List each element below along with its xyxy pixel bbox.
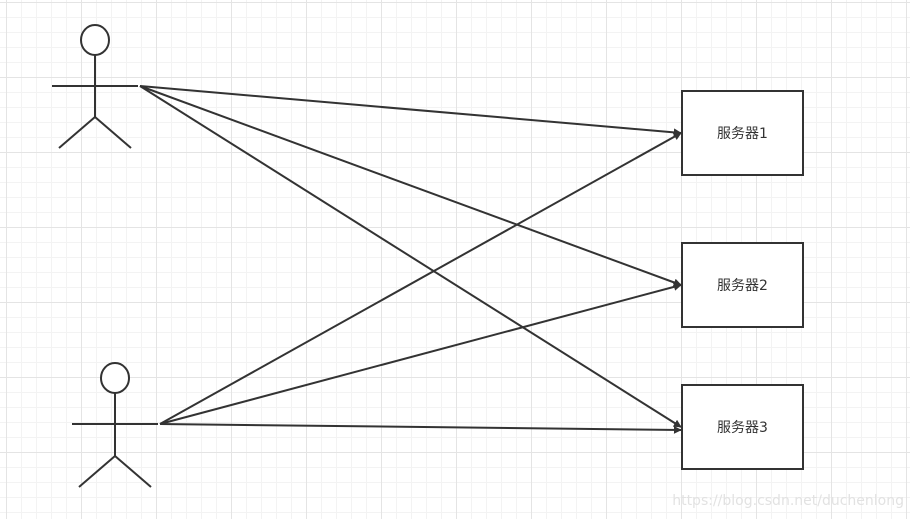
actor-user-2-left-leg (78, 455, 116, 488)
arrow-user-1-to-server-3[interactable] (139, 85, 682, 428)
actor-user-1[interactable] (52, 24, 138, 149)
actor-user-1-right-leg (94, 116, 132, 149)
server-box-1[interactable]: 服务器1 (681, 90, 804, 176)
actor-user-2-right-leg (114, 455, 152, 488)
arrow-user-2-to-server-1[interactable] (159, 132, 682, 425)
actor-user-1-left-leg (58, 116, 96, 149)
server-box-3[interactable]: 服务器3 (681, 384, 804, 470)
actor-user-2-head (100, 362, 130, 394)
watermark-text: https://blog.csdn.net/duchenlong (672, 493, 904, 509)
actor-user-1-head (80, 24, 110, 56)
arrow-user-1-to-server-2[interactable] (139, 85, 682, 287)
server-label-1: 服务器1 (717, 126, 768, 142)
connections (139, 85, 682, 434)
server-label-2: 服务器2 (717, 278, 768, 294)
arrow-user-2-to-server-3[interactable] (159, 423, 682, 434)
server-label-3: 服务器3 (717, 420, 768, 436)
server-box-2[interactable]: 服务器2 (681, 242, 804, 328)
arrow-user-1-to-server-1[interactable] (139, 85, 682, 137)
actor-user-2[interactable] (72, 362, 158, 488)
arrow-user-2-to-server-2[interactable] (159, 282, 682, 425)
